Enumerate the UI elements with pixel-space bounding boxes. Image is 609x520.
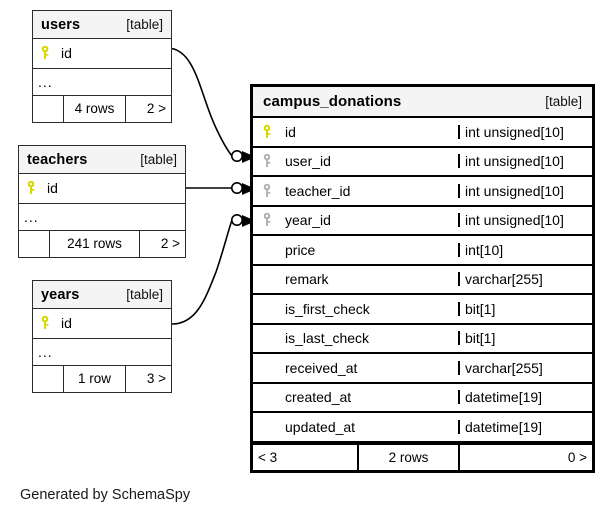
table-row[interactable]: user_id int unsigned[10] xyxy=(253,148,592,177)
cardinality-circle-years xyxy=(231,214,244,227)
footer-right-cell[interactable]: 3 > xyxy=(125,365,171,392)
column-name: remark xyxy=(285,271,329,288)
table-header-users: users [table] xyxy=(33,11,171,39)
column-type: datetime[19] xyxy=(458,390,592,405)
more-columns-indicator: ... xyxy=(33,339,171,366)
generator-credit: Generated by SchemaSpy xyxy=(20,487,191,503)
more-columns-indicator: ... xyxy=(19,204,185,231)
column-type: int unsigned[10] xyxy=(458,183,592,198)
table-name-users: users xyxy=(41,16,81,33)
table-row[interactable]: id xyxy=(19,174,185,204)
table-header-campus-donations: campus_donations [table] xyxy=(253,87,592,118)
table-kind-teachers: [table] xyxy=(140,152,177,167)
column-name: id xyxy=(61,315,72,332)
table-row[interactable]: id xyxy=(33,39,171,69)
cardinality-circle-teachers xyxy=(231,182,244,195)
table-kind-years: [table] xyxy=(126,287,163,302)
foreign-key-icon xyxy=(253,212,283,228)
table-box-teachers[interactable]: teachers [table] id ... 241 rows 2 > xyxy=(18,145,186,258)
table-row[interactable]: id xyxy=(33,309,171,339)
cardinality-circle-users xyxy=(231,150,244,163)
footer-left-cell[interactable] xyxy=(19,231,49,257)
table-header-years: years [table] xyxy=(33,281,171,309)
column-name: created_at xyxy=(285,389,352,406)
column-name: received_at xyxy=(285,359,358,376)
footer-right-cell[interactable]: 2 > xyxy=(139,230,185,257)
column-type: bit[1] xyxy=(458,331,592,346)
column-type: varchar[255] xyxy=(458,272,592,287)
table-footer-campus-donations: < 3 2 rows 0 > xyxy=(253,442,592,470)
row-count: 241 rows xyxy=(49,230,139,257)
column-type: int unsigned[10] xyxy=(458,124,592,139)
table-header-teachers: teachers [table] xyxy=(19,146,185,174)
column-type: bit[1] xyxy=(458,301,592,316)
table-box-campus-donations[interactable]: campus_donations [table] id int unsigned[… xyxy=(250,84,595,473)
primary-key-icon xyxy=(33,315,59,331)
table-row[interactable]: year_id int unsigned[10] xyxy=(253,207,592,236)
primary-key-icon xyxy=(253,124,283,140)
footer-left-cell[interactable] xyxy=(33,366,63,392)
column-name: is_first_check xyxy=(285,300,370,317)
table-row[interactable]: received_at varchar[255] xyxy=(253,354,592,384)
row-count: 2 rows xyxy=(357,444,458,470)
column-name: id xyxy=(47,180,58,197)
column-name: year_id xyxy=(285,212,331,229)
table-row[interactable]: remark varchar[255] xyxy=(253,266,592,295)
column-type: int unsigned[10] xyxy=(458,213,592,228)
column-name: is_last_check xyxy=(285,330,370,347)
column-name: id xyxy=(61,45,72,62)
column-type: varchar[255] xyxy=(458,360,592,375)
table-row[interactable]: teacher_id int unsigned[10] xyxy=(253,177,592,207)
column-name: id xyxy=(285,123,296,140)
relationship-users-to-campus-donations xyxy=(167,47,233,157)
next-relations-link[interactable]: 0 > xyxy=(458,444,592,470)
table-box-years[interactable]: years [table] id ... 1 row 3 > xyxy=(32,280,172,393)
column-name: user_id xyxy=(285,153,331,170)
table-row[interactable]: price int[10] xyxy=(253,236,592,266)
primary-key-icon xyxy=(19,180,45,196)
column-name: price xyxy=(285,241,316,258)
footer-left-cell[interactable] xyxy=(33,96,63,122)
table-name-years: years xyxy=(41,286,80,303)
table-box-users[interactable]: users [table] id ... 4 rows 2 > xyxy=(32,10,172,123)
table-footer-years: 1 row 3 > xyxy=(33,365,171,392)
footer-right-cell[interactable]: 2 > xyxy=(125,95,171,122)
prev-relations-link[interactable]: < 3 xyxy=(258,449,278,465)
primary-key-icon xyxy=(33,45,59,61)
column-name: teacher_id xyxy=(285,182,351,199)
table-kind-users: [table] xyxy=(126,17,163,32)
foreign-key-icon xyxy=(253,183,283,199)
table-name-campus-donations: campus_donations xyxy=(263,93,402,110)
column-name: updated_at xyxy=(285,418,356,435)
column-type: int unsigned[10] xyxy=(458,154,592,169)
table-row[interactable]: is_first_check bit[1] xyxy=(253,295,592,325)
table-footer-users: 4 rows 2 > xyxy=(33,95,171,122)
foreign-key-icon xyxy=(253,153,283,169)
table-row[interactable]: created_at datetime[19] xyxy=(253,384,592,413)
table-kind-campus-donations: [table] xyxy=(545,94,582,109)
table-row[interactable]: id int unsigned[10] xyxy=(253,118,592,148)
column-type: datetime[19] xyxy=(458,419,592,434)
table-row[interactable]: is_last_check bit[1] xyxy=(253,325,592,354)
column-type: int[10] xyxy=(458,242,592,257)
table-name-teachers: teachers xyxy=(27,151,88,168)
row-count: 1 row xyxy=(63,365,125,392)
table-footer-teachers: 241 rows 2 > xyxy=(19,230,185,257)
table-row[interactable]: updated_at datetime[19] xyxy=(253,413,592,443)
row-count: 4 rows xyxy=(63,95,125,122)
more-columns-indicator: ... xyxy=(33,69,171,96)
